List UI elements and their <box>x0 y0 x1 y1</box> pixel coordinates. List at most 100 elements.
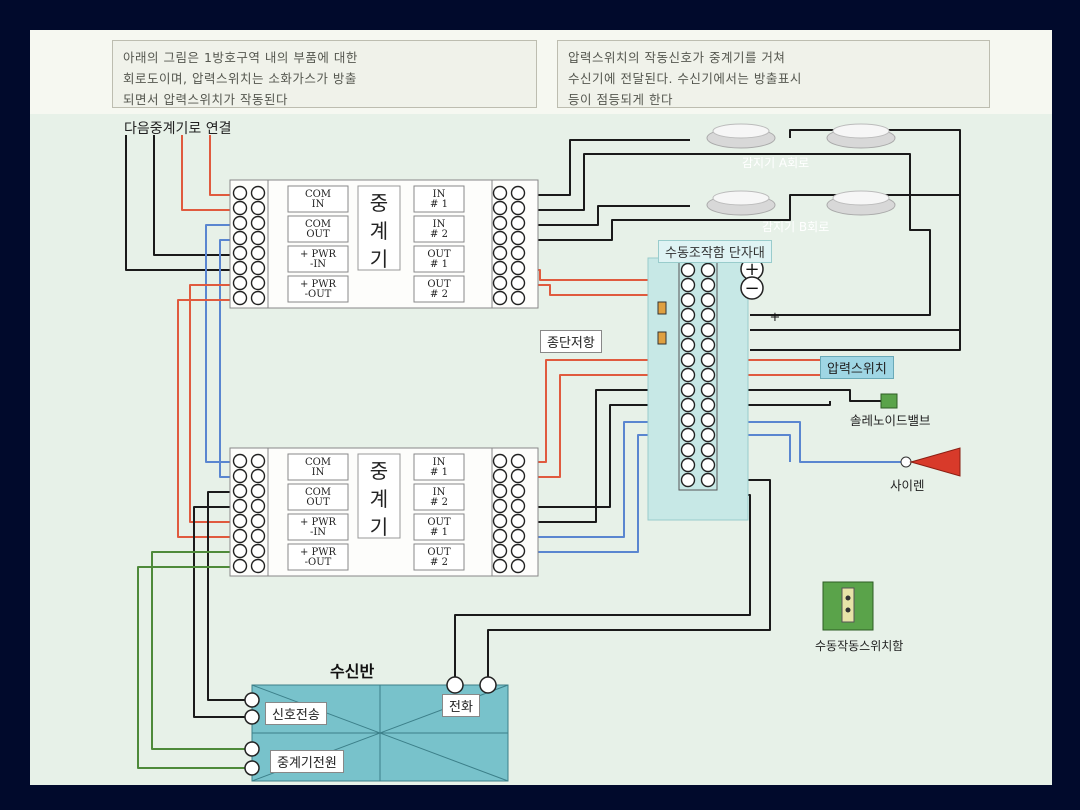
caption-right-line: 수신기에 전달된다. 수신기에서는 방출표시 <box>568 71 802 86</box>
relay-terminal-label: IN <box>433 189 446 200</box>
wire-blue <box>219 239 238 478</box>
strip-screw-terminal <box>700 367 716 383</box>
relay-terminal-label-box <box>413 245 465 273</box>
screw-terminal <box>232 513 248 529</box>
relay-name-char: 계 <box>370 219 388 243</box>
relay-terminal-label: + PWR <box>300 517 337 528</box>
detector-a-right <box>826 123 896 149</box>
strip-screw-terminal <box>680 307 696 323</box>
screw-terminal <box>250 513 266 529</box>
screw-terminal <box>232 200 248 216</box>
detector-a-label: 감지기 A회로 <box>742 156 810 170</box>
screw-terminal <box>510 185 526 201</box>
screw-terminal <box>492 528 508 544</box>
wire-red <box>538 374 679 478</box>
screw-terminal <box>250 290 266 306</box>
strip-screw-terminal <box>700 292 716 308</box>
strip-screw-terminal <box>680 382 696 398</box>
strip-screw-terminal <box>700 307 716 323</box>
strip-screw-terminal <box>700 352 716 368</box>
strip-screw-terminal <box>700 472 716 488</box>
strip-screw-terminal <box>680 427 696 443</box>
screw-terminal <box>232 528 248 544</box>
screw-terminal <box>510 230 526 246</box>
wire-black <box>207 491 245 701</box>
wire-red <box>189 284 238 523</box>
relay-terminal-label: IN <box>433 487 446 498</box>
screw-terminal <box>510 543 526 559</box>
relay-terminal-label: COM <box>305 487 331 498</box>
screw-terminal <box>492 513 508 529</box>
minus-sign: − <box>744 278 759 299</box>
relay-terminal-label-box <box>413 275 465 303</box>
caption-left-line: 아래의 그림은 1방호구역 내의 부품에 대한 <box>123 50 358 65</box>
caption-left-line: 되면서 압력스위치가 작동된다 <box>123 92 288 107</box>
wire-red <box>538 284 679 296</box>
screw-terminal <box>492 543 508 559</box>
relay-terminal-label: OUT <box>427 249 451 260</box>
relay-terminal-label: # 1 <box>430 199 448 210</box>
plus-sign: + <box>744 259 759 280</box>
screw-terminal <box>232 275 248 291</box>
wire-black <box>538 205 690 226</box>
relay-power-label: 중계기전원 <box>270 750 344 773</box>
siren-label: 사이렌 <box>890 478 925 493</box>
strip-screw-terminal <box>680 412 696 428</box>
relay-terminal-label-box <box>287 215 349 243</box>
strip-screw-terminal <box>680 472 696 488</box>
caption-right-line: 등이 점등되게 한다 <box>568 92 673 107</box>
strip-screw-terminal <box>700 382 716 398</box>
screw-terminal <box>510 453 526 469</box>
relay-terminal-label: COM <box>305 189 331 200</box>
relay-terminal-label: OUT <box>306 229 330 240</box>
screw-terminal <box>232 468 248 484</box>
relay-name-char: 중 <box>370 191 388 215</box>
relay-terminal-label: OUT <box>427 547 451 558</box>
screw-terminal <box>510 528 526 544</box>
strip-screw-terminal <box>680 352 696 368</box>
screw-terminal <box>250 483 266 499</box>
relay-terminal-label: OUT <box>427 517 451 528</box>
relay-terminal-label: + PWR <box>300 279 337 290</box>
strip-screw-terminal <box>680 322 696 338</box>
strip-screw-terminal <box>700 262 716 278</box>
relay-terminal-label: # 2 <box>430 497 448 508</box>
screw-terminal <box>492 245 508 261</box>
screw-terminal <box>492 558 508 574</box>
strip-screw-terminal <box>700 277 716 293</box>
screw-terminal <box>250 185 266 201</box>
screw-terminal <box>510 558 526 574</box>
caption-right-line: 압력스위치의 작동신호가 중계기를 거쳐 <box>568 50 786 65</box>
relay-name-char: 기 <box>370 515 388 539</box>
screw-terminal <box>232 290 248 306</box>
screw-terminal <box>250 230 266 246</box>
slide: 아래의 그림은 1방호구역 내의 부품에 대한 회로도이며, 압력스위치는 소화… <box>30 30 1052 785</box>
relay-terminal-label-box <box>413 185 465 213</box>
strip-screw-terminal <box>680 397 696 413</box>
wire-black <box>538 153 931 316</box>
pressure-switch-label: 압력스위치 <box>820 356 894 379</box>
relay-terminal-label-box <box>287 453 349 481</box>
screw-terminal <box>510 245 526 261</box>
relay-terminal-label-box <box>413 513 465 541</box>
wire-green <box>151 551 245 750</box>
screw-terminal <box>232 245 248 261</box>
manual-switch-box-label: 수동작동스위치함 <box>815 639 904 653</box>
end-resistor-1 <box>657 301 667 315</box>
screw-terminal <box>250 498 266 514</box>
relay-terminal-label: + PWR <box>300 249 337 260</box>
relay-terminal-label-box <box>287 483 349 511</box>
wires <box>125 129 961 769</box>
relay-terminal-label-box <box>413 215 465 243</box>
wire-black <box>717 389 881 402</box>
caption-left-line: 회로도이며, 압력스위치는 소화가스가 방출 <box>123 71 357 86</box>
relay-terminal-label-box <box>413 543 465 571</box>
screw-terminal <box>250 543 266 559</box>
wire-black <box>717 401 831 406</box>
relay-terminal-label: OUT <box>306 497 330 508</box>
next-relay-label: 다음중계기로 연결 <box>124 121 232 137</box>
relay-terminal-label: # 1 <box>430 467 448 478</box>
relay-name-box <box>357 185 401 271</box>
relay-terminal-label: COM <box>305 219 331 230</box>
